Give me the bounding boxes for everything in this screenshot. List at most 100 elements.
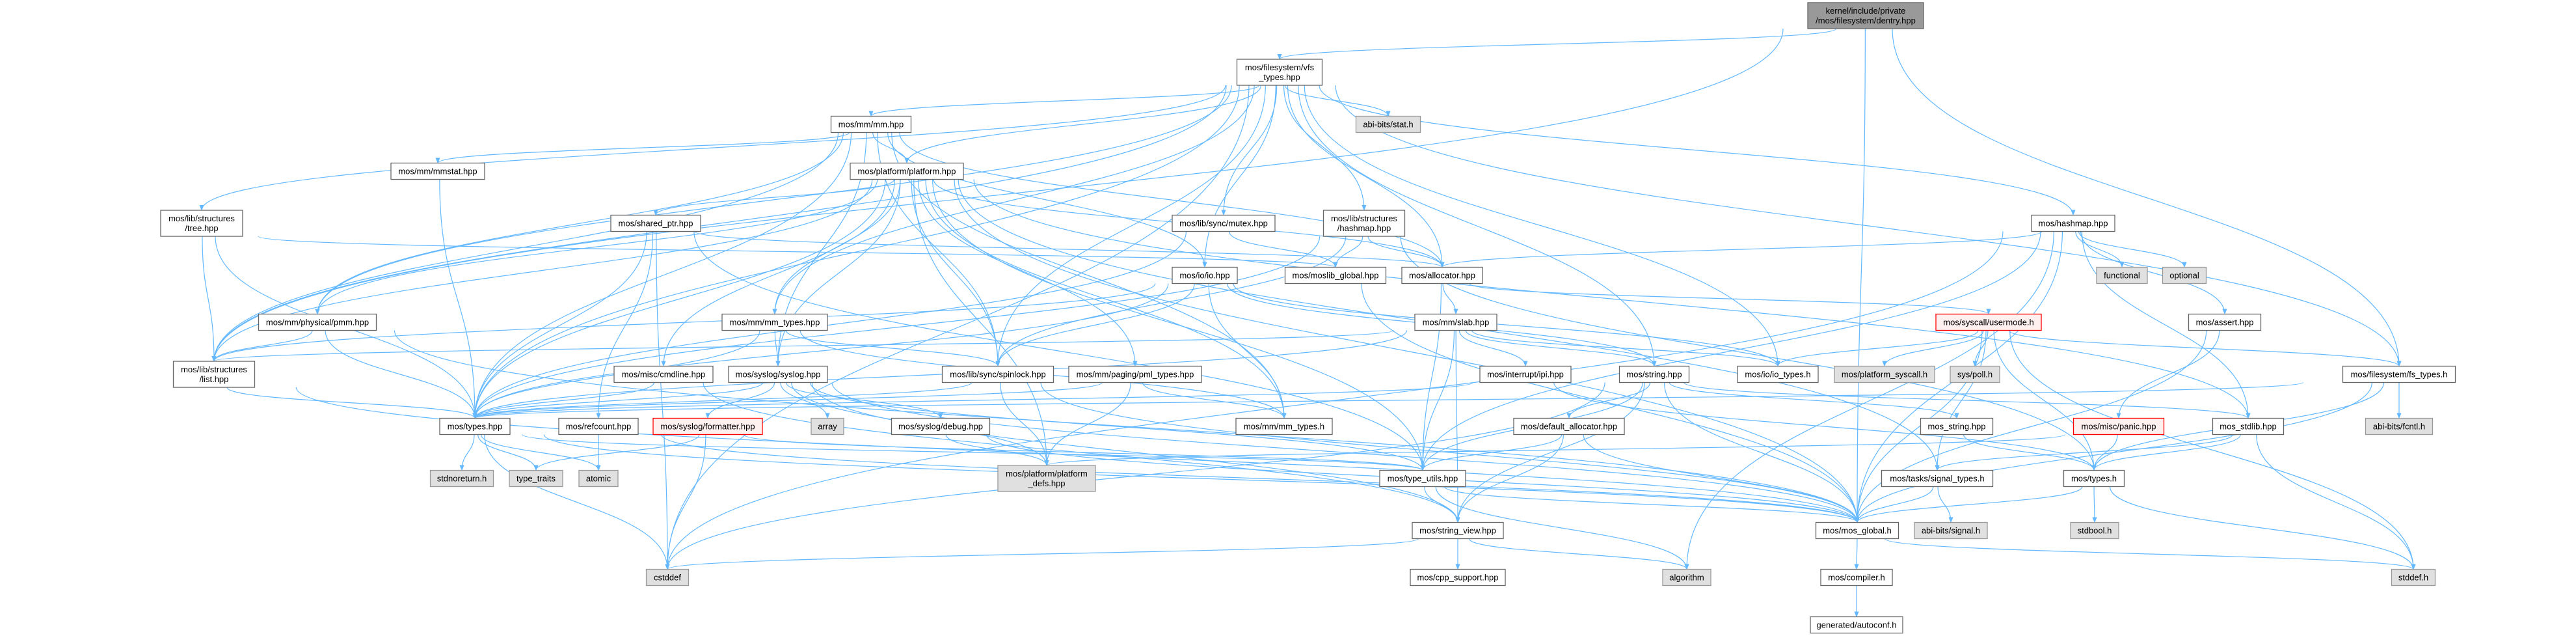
edge-dentry-to-vfs_types <box>1277 28 1837 60</box>
node-functional[interactable]: functional <box>2096 266 2148 284</box>
node-label: stdnoreturn.h <box>437 474 487 484</box>
node-stdnoreturn[interactable]: stdnoreturn.h <box>429 469 494 488</box>
edge-type_utils-to-algorithm <box>1435 486 1689 570</box>
node-io[interactable]: mos/io/io.hpp <box>1172 266 1238 284</box>
node-mm-types-hpp[interactable]: mos/mm/mm_types.hpp <box>721 313 828 331</box>
node-optional[interactable]: optional <box>2162 266 2207 284</box>
edge-mos_string-to-types_h <box>1963 434 2097 471</box>
edge-pmm-to-list <box>211 330 313 362</box>
node-compiler[interactable]: mos/compiler.h <box>1820 568 1893 587</box>
edge-types_h-to-stddef <box>2109 486 2416 570</box>
node-array[interactable]: array <box>811 417 844 436</box>
node-syslog[interactable]: mos/syslog/syslog.hpp <box>728 365 828 383</box>
node-mos-global[interactable]: mos/mos_global.h <box>1815 521 1899 540</box>
node-cstddef[interactable]: cstddef <box>645 568 690 587</box>
edge-hashmap-to-mos_stdlib <box>2081 231 2251 419</box>
node-mm[interactable]: mos/mm/mm.hpp <box>830 115 912 133</box>
edge-string-to-mos_stdlib <box>1684 381 2251 419</box>
node-platform-defs[interactable]: mos/platform/platform_defs.hpp <box>997 465 1096 492</box>
edge-mm_types_hpp-to-syslog <box>774 330 781 367</box>
node-platform[interactable]: mos/platform/platform.hpp <box>850 162 964 180</box>
edge-vfs_types-to-mm <box>868 85 1260 117</box>
node-sys-poll[interactable]: sys/poll.h <box>1950 365 2000 383</box>
node-mos-stdlib[interactable]: mos_stdlib.hpp <box>2212 417 2285 436</box>
node-mmstat[interactable]: mos/mm/mmstat.hpp <box>390 162 485 180</box>
node-list[interactable]: mos/lib/structures/list.hpp <box>172 361 256 388</box>
node-label: mos/tasks/signal_types.h <box>1890 474 1984 484</box>
node-usermode[interactable]: mos/syscall/usermode.h <box>1935 313 2042 331</box>
node-box <box>2070 521 2119 540</box>
edge-hashmap-to-cstddef <box>665 231 2004 570</box>
node-refcount[interactable]: mos/refcount.hpp <box>558 417 639 436</box>
node-tree[interactable]: mos/lib/structures/tree.hpp <box>160 210 243 237</box>
node-box <box>1235 417 1333 436</box>
node-spinlock[interactable]: mos/lib/sync/spinlock.hpp <box>941 365 1054 383</box>
node-type-utils[interactable]: mos/type_utils.hpp <box>1379 469 1466 488</box>
node-stdbool[interactable]: stdbool.h <box>2070 521 2119 540</box>
edge-string-to-default_allocator <box>1566 382 1651 419</box>
node-autoconf[interactable]: generated/autoconf.h <box>1810 616 1903 634</box>
edge-mos_stdlib-to-signal_types <box>1935 434 2233 471</box>
node-box <box>1815 521 1899 540</box>
edge-vfs_types-to-mm_types_hpp <box>772 85 1255 315</box>
node-type-traits[interactable]: type_traits <box>509 469 563 488</box>
node-mos-string[interactable]: mos_string.hpp <box>1920 417 1994 436</box>
node-cmdline[interactable]: mos/misc/cmdline.hpp <box>613 365 714 383</box>
node-allocator[interactable]: mos/allocator.hpp <box>1401 266 1483 284</box>
edge-io-to-spinlock <box>995 283 1195 367</box>
node-io-types[interactable]: mos/io/io_types.h <box>1737 365 1819 383</box>
node-cpp-support[interactable]: mos/cpp_support.hpp <box>1410 568 1506 587</box>
node-abi-signal[interactable]: abi-bits/signal.h <box>1914 521 1988 540</box>
node-label: abi-bits/stat.h <box>1363 120 1413 130</box>
edge-dentry-to-fs_types <box>1892 28 2402 367</box>
node-panic[interactable]: mos/misc/panic.hpp <box>2073 417 2165 436</box>
node-ipi[interactable]: mos/interrupt/ipi.hpp <box>1479 365 1572 383</box>
node-types-h[interactable]: mos/types.h <box>2063 469 2125 488</box>
node-platform-syscall[interactable]: mos/platform_syscall.h <box>1834 365 1935 383</box>
node-dentry[interactable]: kernel/include/private/mos/filesystem/de… <box>1807 2 1924 29</box>
node-assert[interactable]: mos/assert.hpp <box>2188 313 2262 331</box>
node-lib-hashmap[interactable]: mos/lib/structures/hashmap.hpp <box>1322 210 1406 237</box>
node-box <box>645 568 690 587</box>
node-abi-fcntl[interactable]: abi-bits/fcntl.h <box>2365 417 2434 436</box>
edge-ipi-to-types_hpp <box>472 381 1473 419</box>
node-algorithm[interactable]: algorithm <box>1662 568 1711 587</box>
node-moslib-global[interactable]: mos/moslib_global.hpp <box>1284 266 1387 284</box>
node-fs-types[interactable]: mos/filesystem/fs_types.h <box>2342 365 2456 383</box>
node-box <box>1410 568 1506 587</box>
node-stddef[interactable]: stddef.h <box>2391 568 2436 587</box>
edge-vfs_types-to-cstddef <box>665 85 1250 570</box>
edge-hashmap-to-functional <box>2075 231 2125 268</box>
node-box <box>172 361 256 388</box>
edge-io-to-list <box>211 283 1156 362</box>
node-pml-types[interactable]: mos/mm/paging/pml_types.hpp <box>1068 365 1202 383</box>
node-label: mos/platform/platform <box>1006 469 1088 478</box>
node-shared-ptr[interactable]: mos/shared_ptr.hpp <box>610 214 701 232</box>
node-atomic[interactable]: atomic <box>578 469 619 488</box>
node-vfs-types[interactable]: mos/filesystem/vfs_types.hpp <box>1236 59 1323 86</box>
edge-types_hpp-to-type_utils <box>522 434 1425 471</box>
node-abi-stat[interactable]: abi-bits/stat.h <box>1355 115 1421 133</box>
edge-io-to-io_types <box>1233 283 1780 367</box>
node-string[interactable]: mos/string.hpp <box>1618 365 1690 383</box>
node-box <box>941 365 1054 383</box>
node-default-allocator[interactable]: mos/default_allocator.hpp <box>1513 417 1625 436</box>
node-pmm[interactable]: mos/mm/physical/pmm.hpp <box>258 313 377 331</box>
edge-syslog-to-formatter <box>705 382 775 419</box>
node-label: mos/mm/mmstat.hpp <box>398 167 477 176</box>
node-slab[interactable]: mos/mm/slab.hpp <box>1414 313 1497 331</box>
node-label: _defs.hpp <box>1027 478 1065 488</box>
edge-mm-to-mmstat <box>435 131 850 164</box>
node-box <box>2096 266 2148 284</box>
edge-refcount-to-mos_global <box>661 434 1860 523</box>
node-debug[interactable]: mos/syslog/debug.hpp <box>891 417 991 436</box>
node-hashmap[interactable]: mos/hashmap.hpp <box>2031 214 2115 232</box>
node-formatter[interactable]: mos/syslog/formatter.hpp <box>652 417 763 436</box>
node-string-view[interactable]: mos/string_view.hpp <box>1412 521 1504 540</box>
node-mutex[interactable]: mos/lib/sync/mutex.hpp <box>1172 214 1276 232</box>
node-signal-types[interactable]: mos/tasks/signal_types.h <box>1881 469 1994 488</box>
node-types-hpp[interactable]: mos/types.hpp <box>439 417 511 436</box>
node-mm-types-h[interactable]: mos/mm/mm_types.h <box>1235 417 1333 436</box>
node-label: mos/types.h <box>2071 474 2117 484</box>
